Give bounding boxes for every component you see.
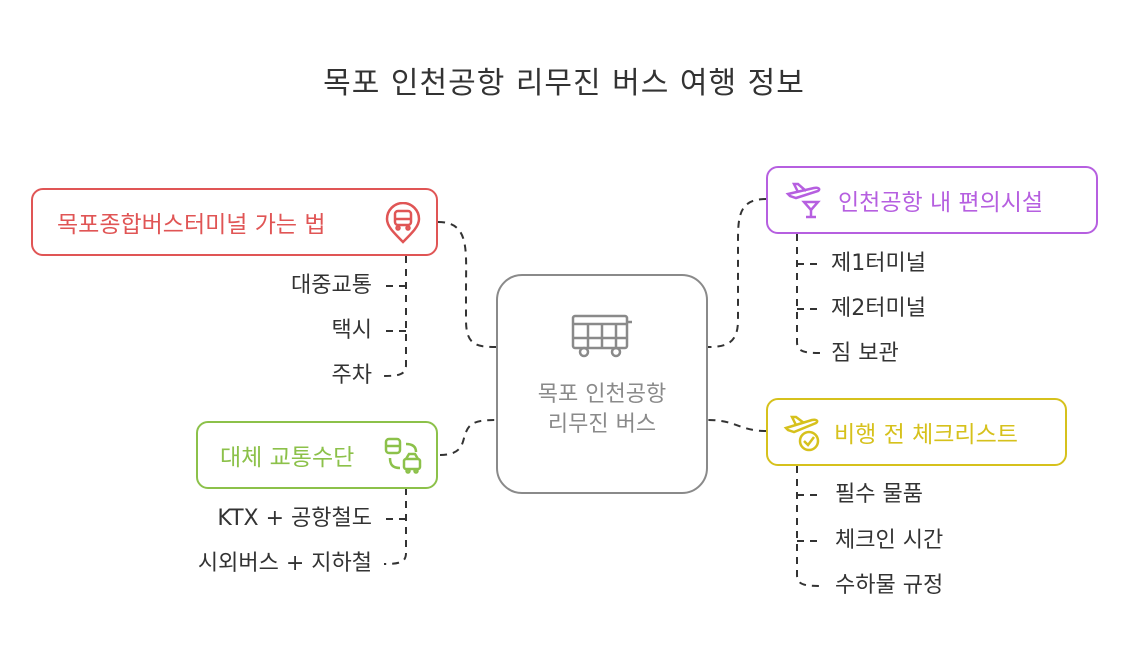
connector-terminal-items: [383, 256, 407, 377]
airplane-check-icon: [782, 412, 824, 454]
train-car-exchange-icon: [382, 436, 424, 476]
branch-checklist: 비행 전 체크리스트: [766, 398, 1067, 466]
connector-checklist-items: [796, 466, 821, 587]
branch-alternative-label: 대체 교통수단: [220, 445, 355, 471]
center-label: 목포 인천공항 리무진 버스: [537, 382, 667, 437]
terminal-item-public-transit: 대중교통: [291, 273, 372, 298]
connector-facilities-items: [796, 234, 821, 354]
page-title: 목포 인천공항 리무진 버스 여행 정보: [323, 66, 805, 101]
bus-icon: [570, 312, 634, 360]
checklist-item-essentials: 필수 물품: [835, 482, 923, 507]
branch-terminal: 목포종합버스터미널 가는 법: [31, 188, 438, 256]
airplane-cocktail-icon: [784, 180, 826, 220]
connector-facilities: [707, 198, 767, 348]
branch-alternative: 대체 교통수단: [196, 421, 438, 489]
connector-terminal: [437, 221, 497, 348]
checklist-item-checkin-time: 체크인 시간: [835, 528, 944, 553]
terminal-item-parking: 주차: [331, 363, 372, 388]
facilities-item-terminal2: 제2터미널: [831, 296, 926, 321]
center-node: 목포 인천공항 리무진 버스: [496, 274, 708, 494]
terminal-item-taxi: 택시: [331, 318, 372, 343]
branch-checklist-label: 비행 전 체크리스트: [834, 422, 1018, 448]
branch-terminal-label: 목포종합버스터미널 가는 법: [57, 212, 326, 238]
connector-alternative: [439, 419, 497, 456]
branch-facilities: 인천공항 내 편의시설: [766, 166, 1098, 234]
facilities-item-terminal1: 제1터미널: [831, 251, 926, 276]
connector-alternative-items: [383, 488, 407, 565]
connector-checklist: [707, 419, 767, 432]
checklist-item-baggage-rules: 수하물 규정: [835, 573, 944, 598]
facilities-item-luggage-storage: 짐 보관: [831, 341, 899, 366]
branch-facilities-label: 인천공항 내 편의시설: [838, 190, 1044, 216]
alternative-item-bus-subway: 시외버스 + 지하철: [197, 551, 372, 576]
bus-location-pin-icon: [383, 202, 423, 244]
alternative-item-ktx: KTX + 공항철도: [217, 506, 372, 531]
